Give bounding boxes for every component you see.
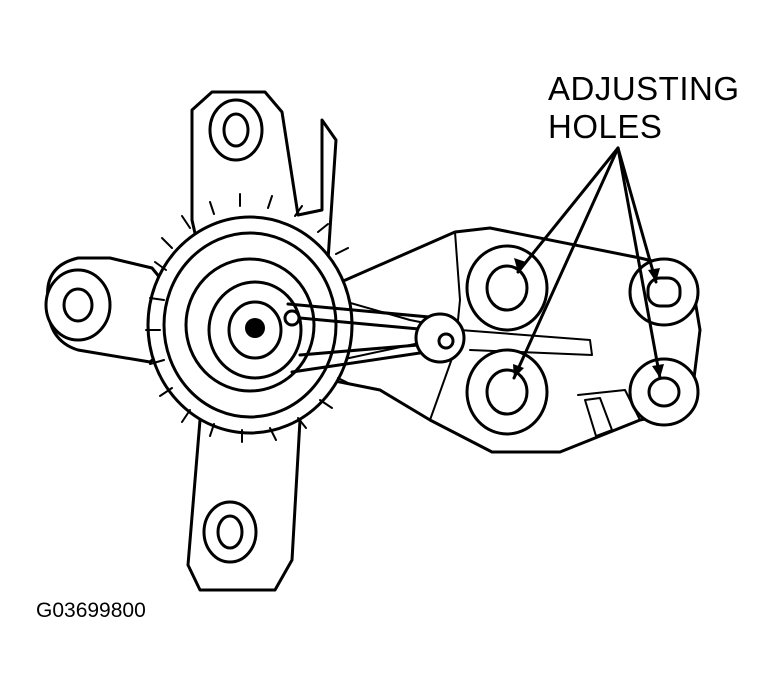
callout-line-2: HOLES — [548, 108, 663, 145]
adjusting-hole-lower-right — [628, 357, 700, 427]
callout-leaders — [512, 146, 664, 380]
figure-id: G03699800 — [36, 599, 146, 622]
adjusting-hole-lower-left — [465, 348, 549, 436]
adjusting-hole-upper-left — [465, 244, 549, 332]
adjusting-holes-label: ADJUSTING HOLES — [548, 70, 740, 146]
linkage-arms — [286, 302, 466, 374]
center-mount — [145, 193, 354, 443]
callout-line-1: ADJUSTING — [548, 70, 740, 107]
left-mount-ear — [44, 256, 172, 364]
